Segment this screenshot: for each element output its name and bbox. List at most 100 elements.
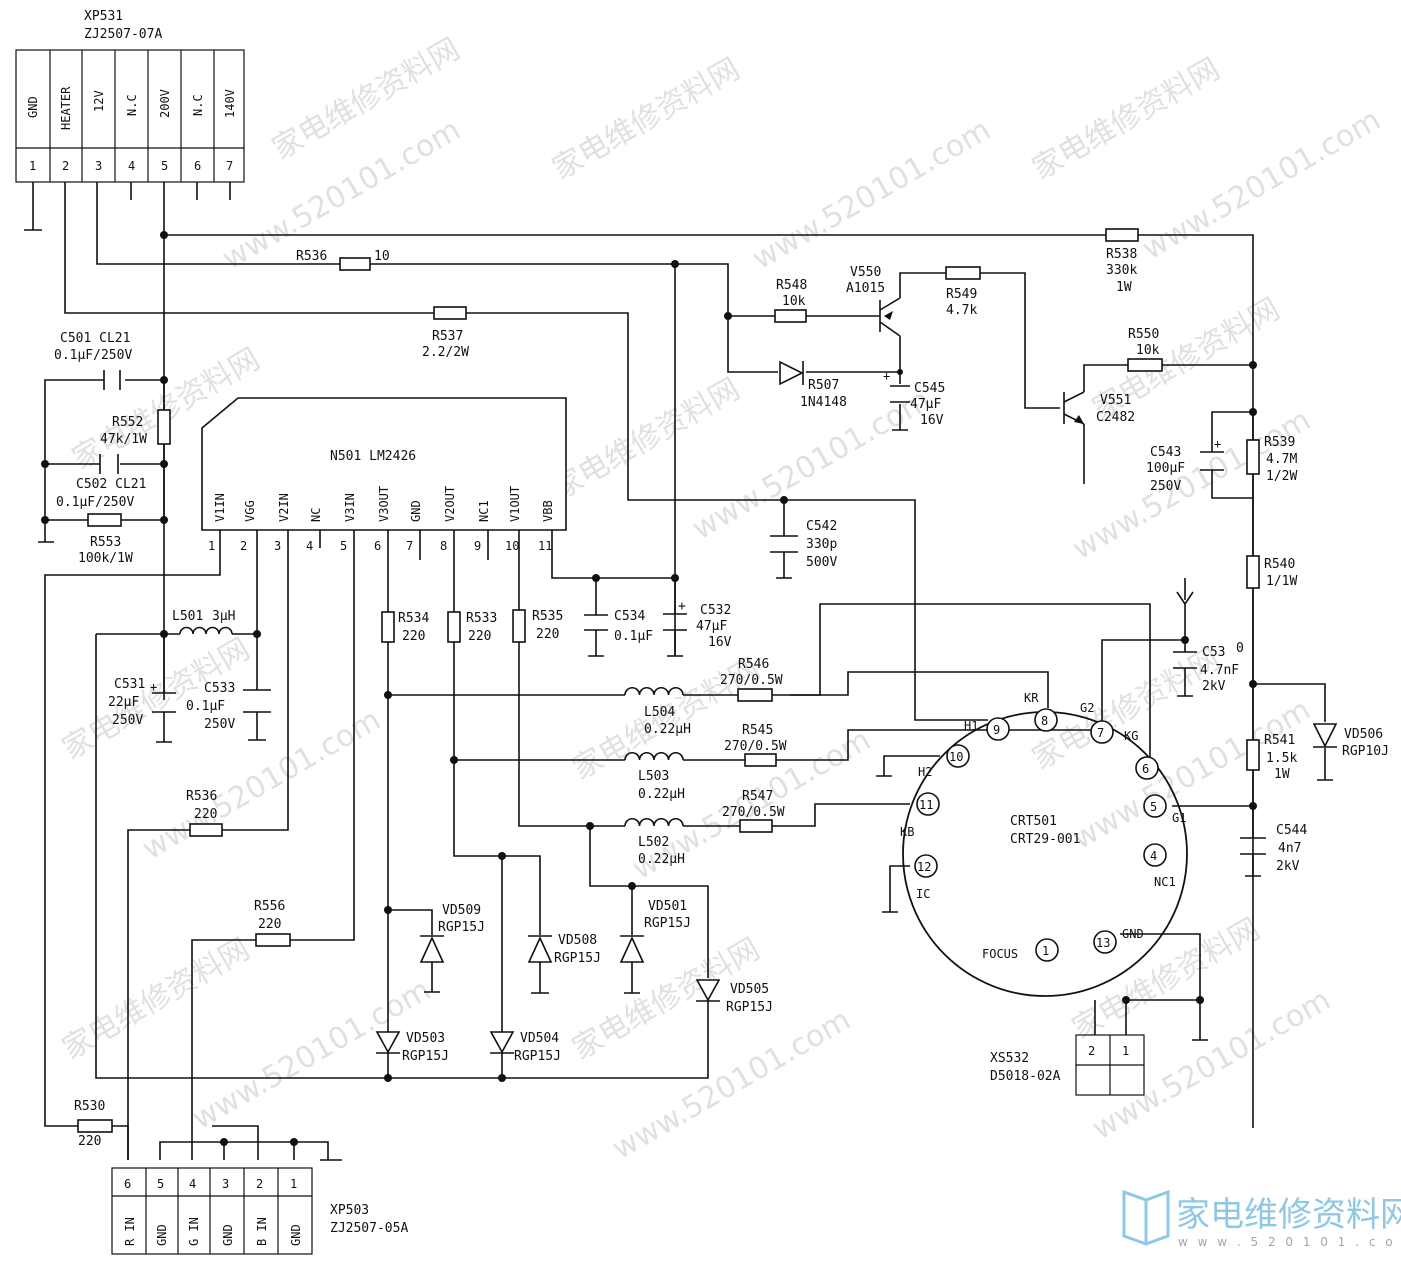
xp531-pin-label: 140V	[223, 89, 237, 118]
xp503-pin-num: 2	[256, 1177, 263, 1191]
r540-value: 1/1W	[1266, 574, 1297, 589]
r547-value: 270/0.5W	[722, 805, 785, 820]
xp531-pin-num: 5	[161, 159, 168, 173]
diode-vd503: VD503 RGP15J	[375, 1031, 449, 1064]
r533-value: 220	[468, 629, 491, 644]
xp503-pin-label: GND	[289, 1224, 303, 1246]
c531-ref: C531	[114, 677, 145, 692]
vd505-ref: VD505	[730, 982, 769, 997]
r548-value: 10k	[782, 294, 806, 309]
resistor-r533: R533 220	[447, 611, 497, 644]
capacitor-c543: + C543 100μF 250V	[1146, 437, 1224, 494]
watermark-url: www.520101.com	[1067, 402, 1317, 567]
xp531-pin-num: 6	[194, 159, 201, 173]
xp531-pin-num: 4	[128, 159, 135, 173]
crt-pin-name: KB	[900, 825, 914, 839]
r556-ref: R556	[254, 899, 285, 914]
r535-value: 220	[536, 627, 559, 642]
crt-pin-name: H1	[964, 719, 978, 733]
capacitor-c545: + C545 47μF 16V	[883, 369, 945, 428]
watermark-url: www.520101.com	[747, 112, 997, 277]
svg-text:+: +	[150, 680, 157, 694]
resistor-r549: R549 4.7k	[945, 266, 981, 318]
r552-value: 47k/1W	[100, 432, 147, 447]
xp503-pin-num: 5	[157, 1177, 164, 1191]
r549-value: 4.7k	[946, 303, 977, 318]
capacitor-c534: C534 0.1μF	[584, 609, 653, 644]
connector-xp503: 6 5 4 3 2 1 R IN GND G IN GND B IN GND X…	[111, 1167, 408, 1255]
logo-text: 家电维修资料网	[1176, 1195, 1401, 1235]
watermark-url: www.520101.com	[187, 972, 437, 1137]
capacitor-c542: C542 330p 500V	[770, 519, 837, 570]
transistor-v550: V550 A1015	[846, 265, 901, 337]
r538-rating: 1W	[1116, 280, 1132, 295]
capacitor-c530: C53 0 4.7nF 2kV	[1173, 641, 1244, 694]
xp503-pin-label: GND	[155, 1224, 169, 1246]
v551-part: C2482	[1096, 410, 1135, 425]
ic-pin-name: GND	[409, 500, 423, 522]
l502-ref: L502	[638, 835, 669, 850]
diode-r507: R507 1N4148	[779, 360, 847, 410]
r541-rating: 1W	[1274, 767, 1290, 782]
diode-vd505: VD505 RGP15J	[695, 979, 773, 1015]
ic-pin-num: 1	[208, 539, 215, 553]
c534-ref: C534	[614, 609, 645, 624]
r537-ref: R537	[432, 329, 463, 344]
c544-rating: 2kV	[1276, 859, 1300, 874]
c545-value: 47μF	[910, 397, 941, 412]
ic-pin-name: VBB	[541, 500, 555, 522]
c533-value: 0.1μF	[186, 699, 225, 714]
ic-ref: N501 LM2426	[330, 449, 416, 464]
junction-dots	[41, 231, 1257, 1146]
svg-text:+: +	[883, 369, 890, 383]
ic-pin-name: V2IN	[277, 493, 291, 522]
xp531-pin-num: 1	[29, 159, 36, 173]
r548-ref: R548	[776, 278, 807, 293]
r536b-ref: R536	[186, 789, 217, 804]
r549-ref: R549	[946, 287, 977, 302]
r541-ref: R541	[1264, 733, 1295, 748]
watermark-cn: 家电维修资料网	[547, 52, 746, 187]
svg-text:+: +	[1214, 437, 1221, 451]
v550-ref: V550	[850, 265, 881, 280]
r534-ref: R534	[398, 611, 429, 626]
vd506-part: RGP10J	[1342, 744, 1389, 759]
r507-ref: R507	[808, 378, 839, 393]
crt-pin-num: 10	[949, 750, 963, 764]
resistor-r537: R537 2.2/2W	[422, 306, 469, 360]
connector-xs532: 2 1 XS532 D5018-02A	[990, 1034, 1145, 1096]
xp503-pin-label: GND	[221, 1224, 235, 1246]
l502-value: 0.22μH	[638, 852, 685, 867]
capacitor-c532: + C532 47μF 16V	[663, 599, 732, 650]
xp531-pin-num: 3	[95, 159, 102, 173]
resistor-r530: R530 220	[74, 1099, 113, 1149]
r536a-value: 10	[374, 249, 390, 264]
c502-value: 0.1μF/250V	[56, 495, 134, 510]
c542-rating: 500V	[806, 555, 837, 570]
xp531-pin-label: HEATER	[59, 86, 73, 130]
c544-ref: C544	[1276, 823, 1307, 838]
ic-n501: N501 LM2426 V1IN VGG V2IN NC V3IN V3OUT …	[201, 397, 567, 553]
vd504-part: RGP15J	[514, 1049, 561, 1064]
watermark-cn: 家电维修资料网	[1027, 52, 1226, 187]
c544-value: 4n7	[1278, 841, 1301, 856]
c533-rating: 250V	[204, 717, 235, 732]
xp531-pin-label: N.C	[191, 94, 205, 116]
c530-value: 4.7nF	[1200, 663, 1239, 678]
ic-pin-name: V2OUT	[443, 486, 457, 522]
crt-pin-num: 12	[917, 860, 931, 874]
l504-ref: L504	[644, 705, 675, 720]
ic-pin-name: V1OUT	[508, 486, 522, 522]
xs532-part: D5018-02A	[990, 1069, 1061, 1084]
capacitor-c544: C544 4n7 2kV	[1240, 823, 1307, 874]
r530-ref: R530	[74, 1099, 105, 1114]
crt-pin-name: GND	[1122, 927, 1144, 941]
c533-ref: C533	[204, 681, 235, 696]
c543-ref: C543	[1150, 445, 1181, 460]
capacitor-c531: + C531 22μF 250V	[108, 677, 176, 728]
crt-part: CRT29-001	[1010, 832, 1080, 847]
c543-value: 100μF	[1146, 461, 1185, 476]
vd505-part: RGP15J	[726, 1000, 773, 1015]
c532-ref: C532	[700, 603, 731, 618]
r538-ref: R538	[1106, 247, 1137, 262]
